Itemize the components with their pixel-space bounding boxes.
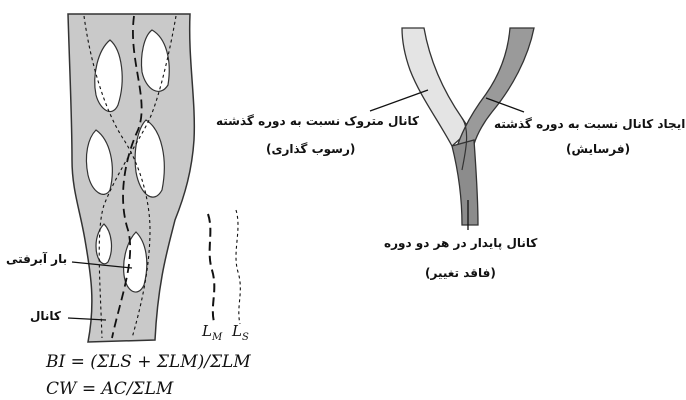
ls-legend-label: LS <box>232 322 249 343</box>
abandoned-channel-sub: (رسوب گذاری) <box>266 142 355 156</box>
sediment-bar-label: بار آبرفتی <box>6 252 67 266</box>
abandoned-leader <box>370 90 428 111</box>
legend-lm-line <box>208 214 214 322</box>
channel-belt <box>68 14 194 342</box>
legend-ls-line <box>236 210 240 324</box>
braided-channel-diagram <box>68 14 240 342</box>
new-channel-sub: (فرسایش) <box>566 142 630 156</box>
abandoned-channel-label: کانال متروک نسبت به دوره گذشته <box>216 114 419 128</box>
new-channel-label: ایجاد کانال نسبت به دوره گذشته <box>494 117 685 131</box>
stable-channel-sub: (فاقد تغییر) <box>425 266 496 280</box>
channel-width-formula: CW = AC/ΣLM <box>46 379 173 399</box>
channel-label: کانال <box>30 309 61 323</box>
abandoned-channel-branch <box>402 28 470 146</box>
new-channel-branch <box>456 28 534 150</box>
stable-channel-label: کانال پایدار در هر دو دوره <box>384 236 537 250</box>
lm-legend-label: LM <box>202 322 222 343</box>
braiding-index-formula: BI = (ΣLS + ΣLM)/ΣLM <box>46 352 251 372</box>
